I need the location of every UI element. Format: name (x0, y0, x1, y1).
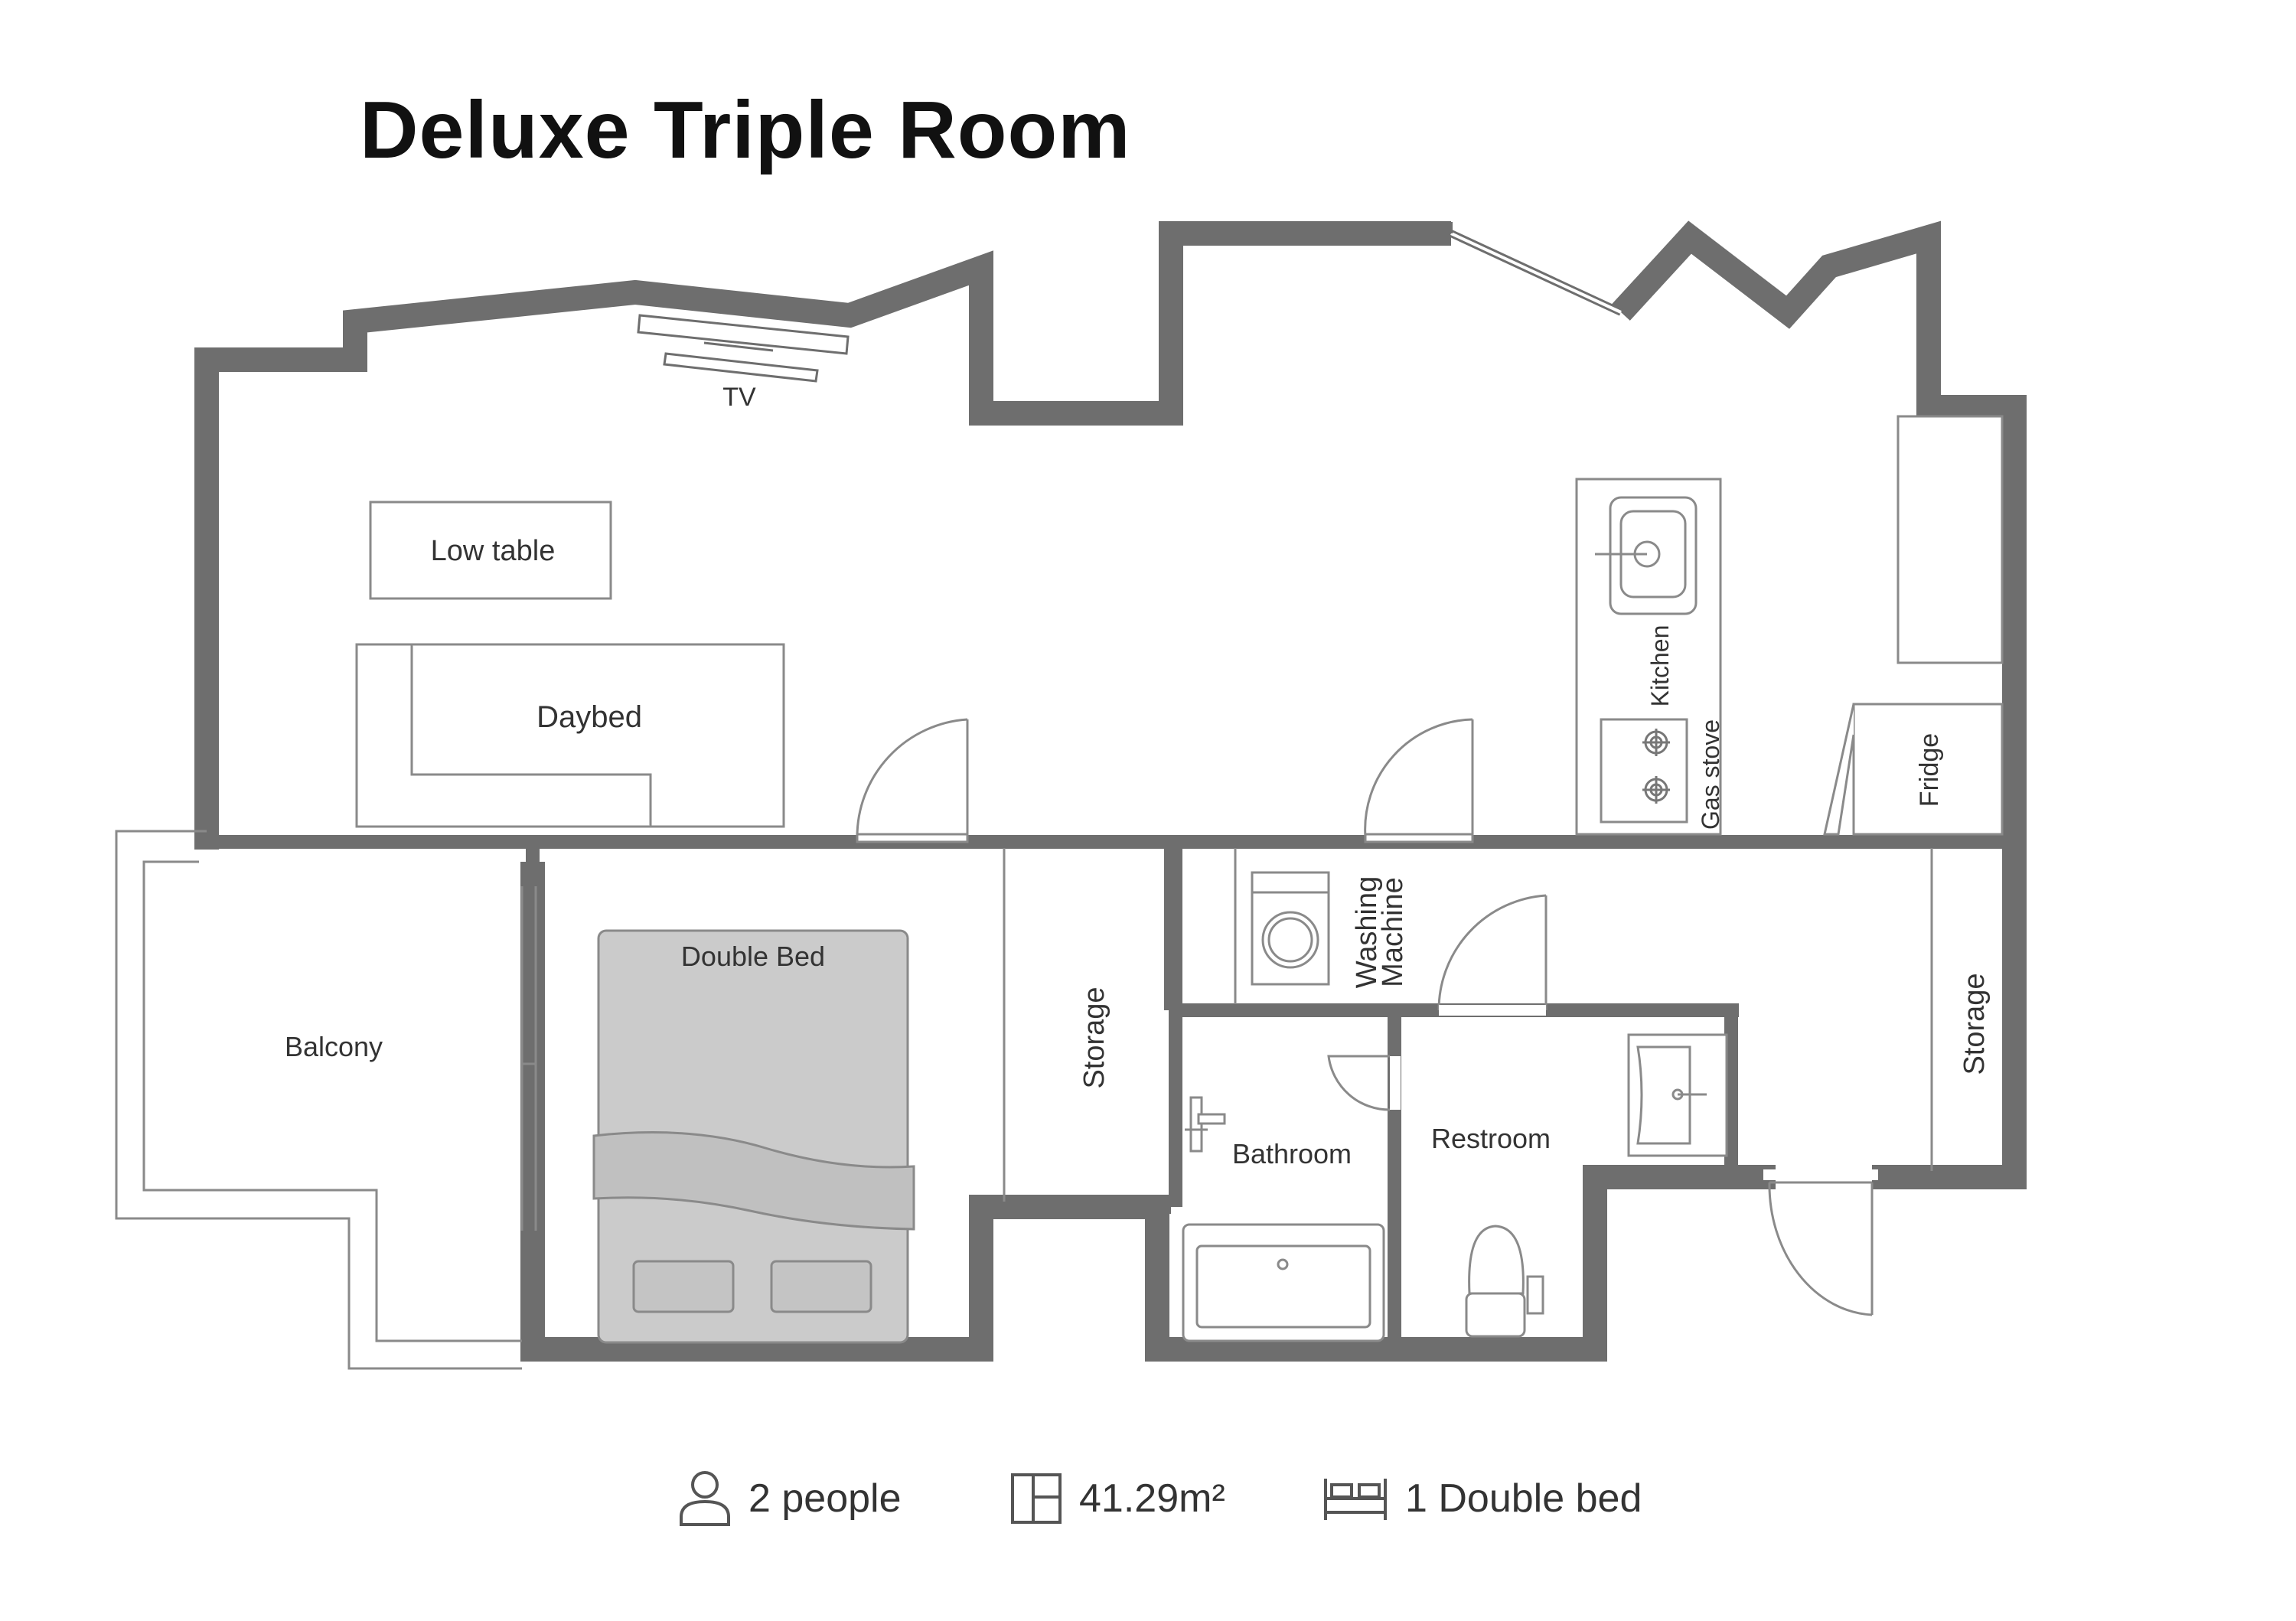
label-storage-left: Storage (1078, 987, 1110, 1088)
footer-people: 2 people (678, 1468, 902, 1529)
tv (637, 314, 850, 383)
gas-stove (1600, 718, 1688, 824)
door-entrance (1763, 1169, 1878, 1316)
label-low-table: Low table (431, 535, 556, 567)
label-daybed: Daybed (536, 700, 642, 734)
door-bedroom (856, 718, 969, 843)
balcony (115, 830, 537, 1370)
people-count: 2 people (748, 1476, 902, 1521)
fridge (1823, 415, 2004, 836)
window-top-right (1449, 222, 1623, 316)
bathroom-door-gap (1390, 1056, 1401, 1110)
restroom-fixtures (1465, 1033, 1728, 1338)
outer-wall-top (194, 221, 1451, 505)
label-storage-right: Storage (1958, 973, 1991, 1075)
page-title: Deluxe Triple Room (360, 85, 1131, 175)
footer-area: 41.29m² (1010, 1468, 1225, 1529)
pillow-right (770, 1260, 872, 1313)
label-tv: TV (722, 383, 756, 412)
kitchen-counter (1575, 478, 1722, 836)
fridge-upper-cabinet (1896, 415, 2004, 664)
label-kitchen: Kitchen (1646, 625, 1674, 707)
label-double-bed: Double Bed (681, 941, 825, 972)
label-bathroom: Bathroom (1232, 1138, 1352, 1169)
shower-faucet (1185, 1096, 1226, 1153)
door-hall (1364, 718, 1474, 843)
outer-wall-top-right (1612, 220, 2027, 1189)
double-bed (592, 929, 915, 1344)
bathroom-fixtures (1182, 1055, 1391, 1342)
area-value: 41.29m² (1079, 1476, 1225, 1521)
toilet (1465, 1225, 1544, 1338)
person-icon (680, 1471, 730, 1526)
stove-burner (1642, 729, 1670, 804)
label-washing-machine-2: Machine (1377, 877, 1409, 987)
daybed (355, 643, 785, 828)
label-washing-machine-1: Washing (1351, 876, 1383, 988)
bed-icon (1324, 1479, 1387, 1520)
floor-area-icon (1011, 1473, 1062, 1524)
door-restroom (1437, 894, 1548, 1016)
label-fridge: Fridge (1915, 733, 1944, 807)
label-gas-stove: Gas stove (1697, 719, 1724, 830)
label-balcony: Balcony (285, 1031, 383, 1062)
label-restroom: Restroom (1431, 1123, 1551, 1154)
low-table (369, 501, 612, 600)
internal-walls (207, 835, 2014, 1349)
washing-machine (1234, 848, 1330, 1004)
bed-blanket (592, 1131, 915, 1231)
bed-value: 1 Double bed (1405, 1476, 1642, 1521)
footer-bed: 1 Double bed (1322, 1468, 1642, 1529)
pillow-left (632, 1260, 735, 1313)
